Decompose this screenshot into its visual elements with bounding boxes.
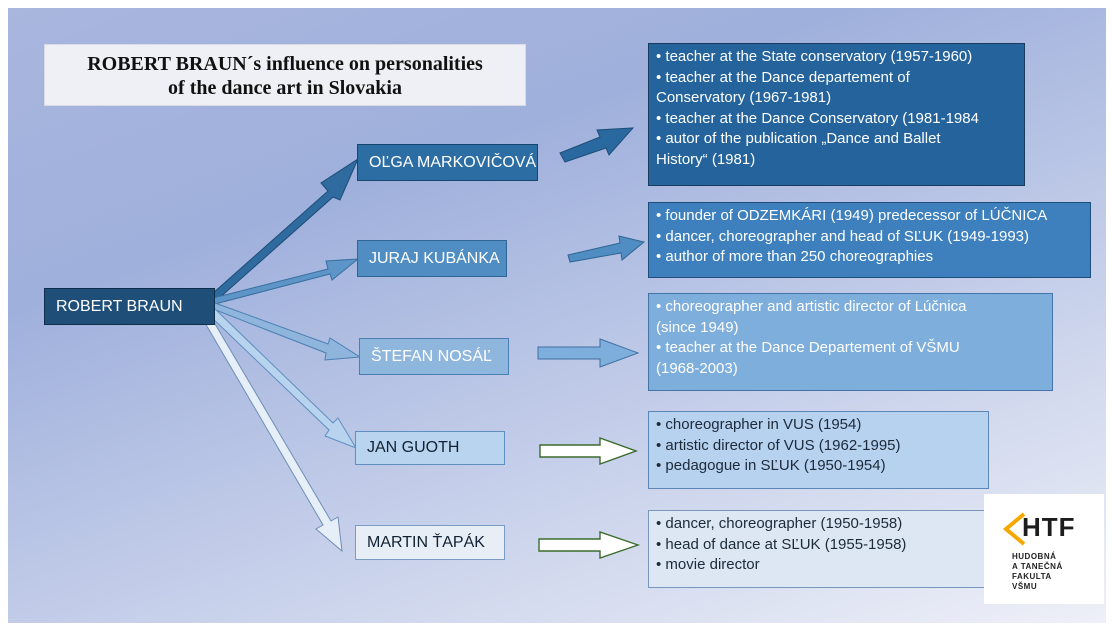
info-line: • dancer, choreographer (1950-1958) bbox=[656, 515, 903, 532]
info-line: • head of dance at SĽUK (1955-1958) bbox=[656, 535, 907, 553]
info-line: • artistic director of VUS (1962-1995) bbox=[656, 436, 901, 454]
info-line: • pedagogue in SĽUK (1950-1954) bbox=[656, 457, 886, 475]
arrow-to-tapak bbox=[200, 311, 343, 553]
node-juraj-kubanka: JURAJ KUBÁNKA bbox=[357, 240, 507, 277]
arrow-to-markovicova bbox=[211, 157, 360, 301]
arrow-info-markovicova bbox=[559, 127, 635, 163]
info-line: • teacher at the Dance Departement of VŠ… bbox=[656, 339, 960, 357]
node-martin-tapak: MARTIN ŤAPÁK bbox=[355, 525, 505, 560]
logo-line: VŠMU bbox=[1012, 582, 1038, 591]
info-line: • founder of ODZEMKÁRI (1949) predecesso… bbox=[656, 207, 1048, 224]
logo-subtitle: HUDOBNÁ A TANEČNÁ FAKULTA VŠMU bbox=[1012, 552, 1063, 592]
arrow-to-nosal bbox=[212, 302, 362, 361]
htf-logo: HTF HUDOBNÁ A TANEČNÁ FAKULTA VŠMU bbox=[984, 494, 1104, 604]
node-jan-guoth: JAN GUOTH bbox=[355, 431, 505, 465]
logo-abbreviation: HTF bbox=[1022, 512, 1076, 542]
info-line: • teacher at the State conservatory (195… bbox=[656, 48, 973, 65]
htf-chevron-icon bbox=[1002, 512, 1026, 546]
info-line: • teacher at the Dance departement of bbox=[656, 68, 910, 86]
root-node: ROBERT BRAUN bbox=[44, 288, 215, 325]
logo-line: FAKULTA bbox=[1012, 572, 1052, 581]
info-line: (since 1949) bbox=[656, 318, 739, 336]
info-line: • choreographer and artistic director of… bbox=[656, 298, 967, 315]
arrow-info-guoth bbox=[539, 437, 639, 465]
logo-line: HUDOBNÁ bbox=[1012, 552, 1057, 561]
logo-line: A TANEČNÁ bbox=[1012, 562, 1063, 571]
arrow-info-kubanka bbox=[567, 235, 646, 263]
node-stefan-nosal: ŠTEFAN NOSÁĽ bbox=[359, 338, 509, 375]
info-box-markovicova: • teacher at the State conservatory (195… bbox=[648, 43, 1025, 186]
info-line: • dancer, choreographer and head of SĽUK… bbox=[656, 227, 1030, 245]
info-box-nosal: • choreographer and artistic director of… bbox=[648, 293, 1053, 391]
slide: ROBERT BRAUN´s influence on personalitie… bbox=[8, 8, 1106, 623]
info-box-kubanka: • founder of ODZEMKÁRI (1949) predecesso… bbox=[648, 202, 1091, 278]
info-line: Conservatory (1967-1981) bbox=[656, 89, 832, 107]
title-line-2: of the dance art in Slovakia bbox=[168, 77, 402, 99]
info-line: • autor of the publication „Dance and Ba… bbox=[656, 130, 941, 148]
info-line: (1968-2003) bbox=[656, 359, 738, 377]
info-line: History“ (1981) bbox=[656, 150, 756, 168]
info-line: • choreographer in VUS (1954) bbox=[656, 416, 862, 433]
info-box-guoth: • choreographer in VUS (1954) • artistic… bbox=[648, 411, 989, 489]
connector-arrows bbox=[200, 127, 646, 559]
info-line: • author of more than 250 choreographies bbox=[656, 248, 934, 266]
info-line: • movie director bbox=[656, 556, 760, 574]
arrow-to-guoth bbox=[207, 307, 358, 449]
node-olga-markovicova: OĽGA MARKOVIČOVÁ bbox=[357, 144, 538, 181]
arrow-info-tapak bbox=[538, 531, 641, 559]
info-box-tapak: • dancer, choreographer (1950-1958) • he… bbox=[648, 510, 989, 588]
arrow-to-kubanka bbox=[212, 258, 360, 305]
info-line: • teacher at the Dance Conservatory (198… bbox=[656, 109, 979, 127]
slide-title: ROBERT BRAUN´s influence on personalitie… bbox=[45, 45, 525, 105]
arrow-info-nosal bbox=[537, 338, 640, 368]
title-line-1: ROBERT BRAUN´s influence on personalitie… bbox=[87, 53, 483, 75]
